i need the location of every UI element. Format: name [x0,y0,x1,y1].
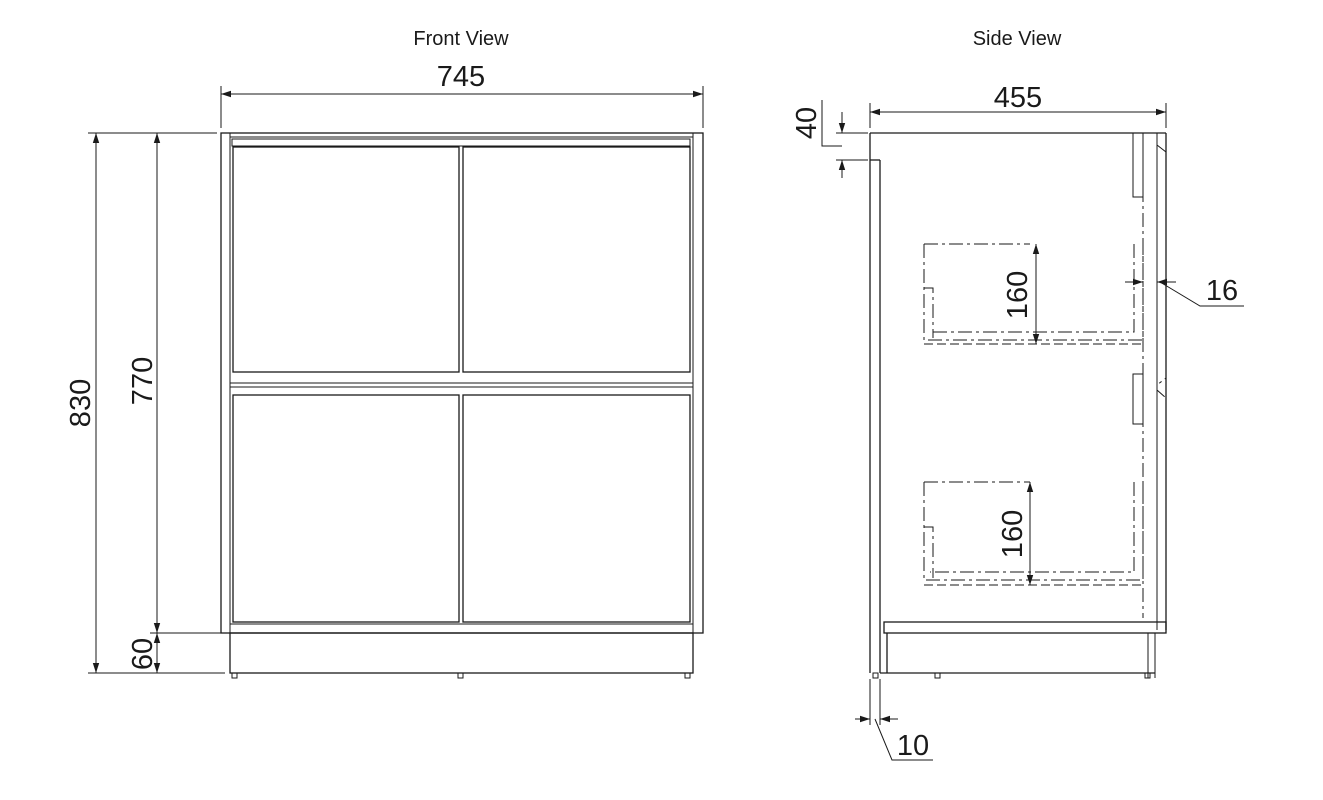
dim-door-thickness-label: 16 [1206,275,1238,307]
side-view-title: Side View [973,28,1062,50]
side-view [869,132,1167,679]
dim-drawer-upper-label: 160 [1002,271,1034,319]
dim-side-depth-label: 455 [994,82,1042,114]
dim-door-thickness [1125,278,1244,307]
front-view [220,132,704,679]
dim-side-offset-label: 10 [897,730,929,762]
dim-total-height-label: 830 [65,379,97,427]
dim-front-width [220,86,704,128]
dim-side-offset [855,679,933,761]
dim-top-thickness [821,100,868,178]
dim-drawer-lower-label: 160 [997,510,1029,558]
dim-front-width-label: 745 [437,61,485,93]
dim-side-depth [869,103,1167,128]
dim-plinth-height-label: 60 [127,638,159,670]
dim-top-thickness-label: 40 [791,107,823,139]
dim-body-height-label: 770 [127,357,159,405]
front-view-title: Front View [413,28,509,50]
